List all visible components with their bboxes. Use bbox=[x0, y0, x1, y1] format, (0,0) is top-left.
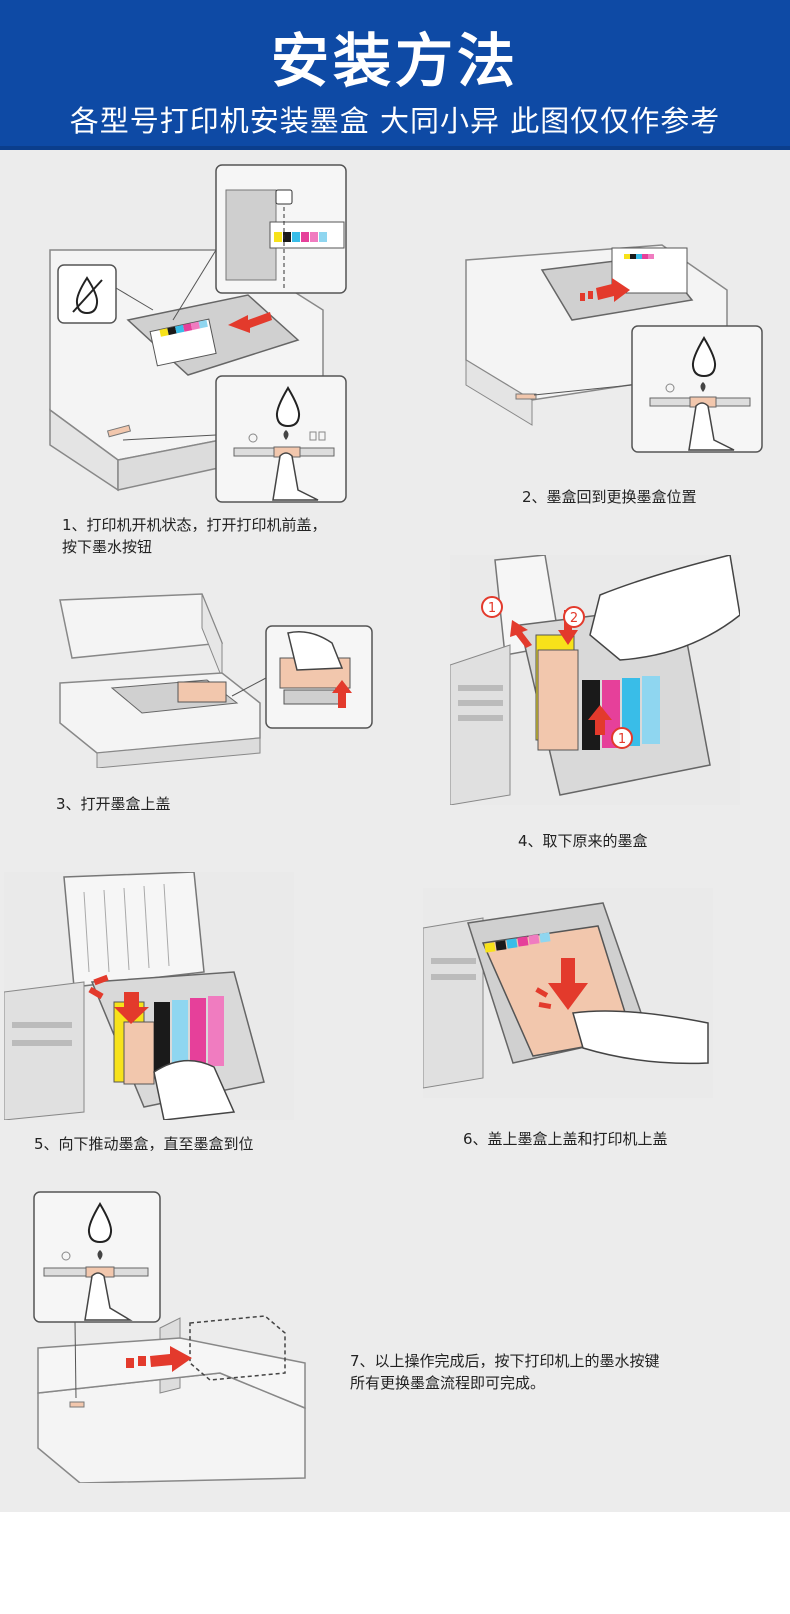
hand-icon bbox=[688, 402, 735, 451]
red-arrow-icon bbox=[126, 1346, 192, 1372]
marker-1-bottom: 1 bbox=[611, 727, 633, 749]
marker-2: 2 bbox=[563, 606, 585, 628]
hand-icon bbox=[572, 1010, 709, 1065]
step-5-caption: 5、向下推动墨盒，直至墨盒到位 bbox=[34, 1133, 254, 1155]
step-5-caption-line1: 5、向下推动墨盒，直至墨盒到位 bbox=[34, 1135, 254, 1153]
ink-drop-icon bbox=[87, 1202, 113, 1244]
hand-icon bbox=[287, 631, 344, 671]
svg-text:2: 2 bbox=[570, 611, 578, 626]
step-3-caption: 3、打开墨盒上盖 bbox=[56, 793, 171, 815]
hand-icon bbox=[153, 1059, 236, 1120]
step-4-illustration: 1 2 1 bbox=[450, 555, 740, 805]
red-arrow-icon bbox=[510, 610, 612, 735]
red-arrow-icon bbox=[88, 974, 149, 1024]
page-title: 安装方法 bbox=[270, 27, 519, 95]
step-7-illustration bbox=[30, 1188, 325, 1483]
step-1-illustration bbox=[48, 160, 368, 510]
red-arrow-icon bbox=[332, 680, 352, 708]
step-6-illustration bbox=[423, 888, 713, 1098]
step-7-caption-line2: 所有更换墨盒流程即可完成。 bbox=[350, 1374, 546, 1392]
hand-icon bbox=[589, 555, 740, 661]
step-6-caption-line1: 6、盖上墨盒上盖和打印机上盖 bbox=[463, 1130, 668, 1148]
step-3-caption-line1: 3、打开墨盒上盖 bbox=[56, 795, 171, 813]
step-2-caption-line1: 2、墨盒回到更换墨盒位置 bbox=[522, 488, 697, 506]
step-1-caption: 1、打印机开机状态，打开打印机前盖， 按下墨水按钮 bbox=[62, 514, 327, 558]
step-5-illustration bbox=[4, 872, 294, 1120]
no-ink-icon bbox=[57, 264, 117, 324]
step-1-caption-line1: 1、打印机开机状态，打开打印机前盖， bbox=[62, 516, 327, 534]
paper-icon bbox=[309, 431, 326, 441]
step-2-caption: 2、墨盒回到更换墨盒位置 bbox=[522, 486, 697, 508]
hand-icon bbox=[84, 1272, 133, 1321]
red-arrow-icon bbox=[228, 312, 272, 333]
red-arrow-icon bbox=[580, 278, 630, 302]
step-7-caption-line1: 7、以上操作完成后，按下打印机上的墨水按键 bbox=[350, 1352, 660, 1370]
marker-1-top: 1 bbox=[481, 596, 503, 618]
bottom-blank-strip bbox=[0, 1512, 790, 1614]
step-4-caption: 4、取下原来的墨盒 bbox=[518, 830, 648, 852]
page-subtitle: 各型号打印机安装墨盒 大同小异 此图仅仅作参考 bbox=[69, 104, 721, 138]
red-arrow-icon bbox=[535, 958, 588, 1010]
step-1-caption-line2: 按下墨水按钮 bbox=[62, 538, 153, 556]
svg-text:1: 1 bbox=[488, 601, 496, 616]
step-2-illustration bbox=[462, 190, 772, 460]
power-icon bbox=[61, 1251, 71, 1261]
ink-drop-icon bbox=[275, 386, 301, 428]
header-banner: 安装方法 各型号打印机安装墨盒 大同小异 此图仅仅作参考 bbox=[0, 0, 790, 150]
svg-text:1: 1 bbox=[618, 732, 626, 747]
ink-drop-icon bbox=[691, 336, 717, 378]
hand-icon bbox=[272, 452, 319, 501]
step-6-caption: 6、盖上墨盒上盖和打印机上盖 bbox=[463, 1128, 668, 1150]
step-4-caption-line1: 4、取下原来的墨盒 bbox=[518, 832, 648, 850]
step-7-caption: 7、以上操作完成后，按下打印机上的墨水按键 所有更换墨盒流程即可完成。 bbox=[350, 1350, 660, 1394]
power-icon bbox=[248, 433, 258, 443]
power-icon bbox=[665, 383, 675, 393]
step-3-illustration bbox=[52, 588, 377, 768]
